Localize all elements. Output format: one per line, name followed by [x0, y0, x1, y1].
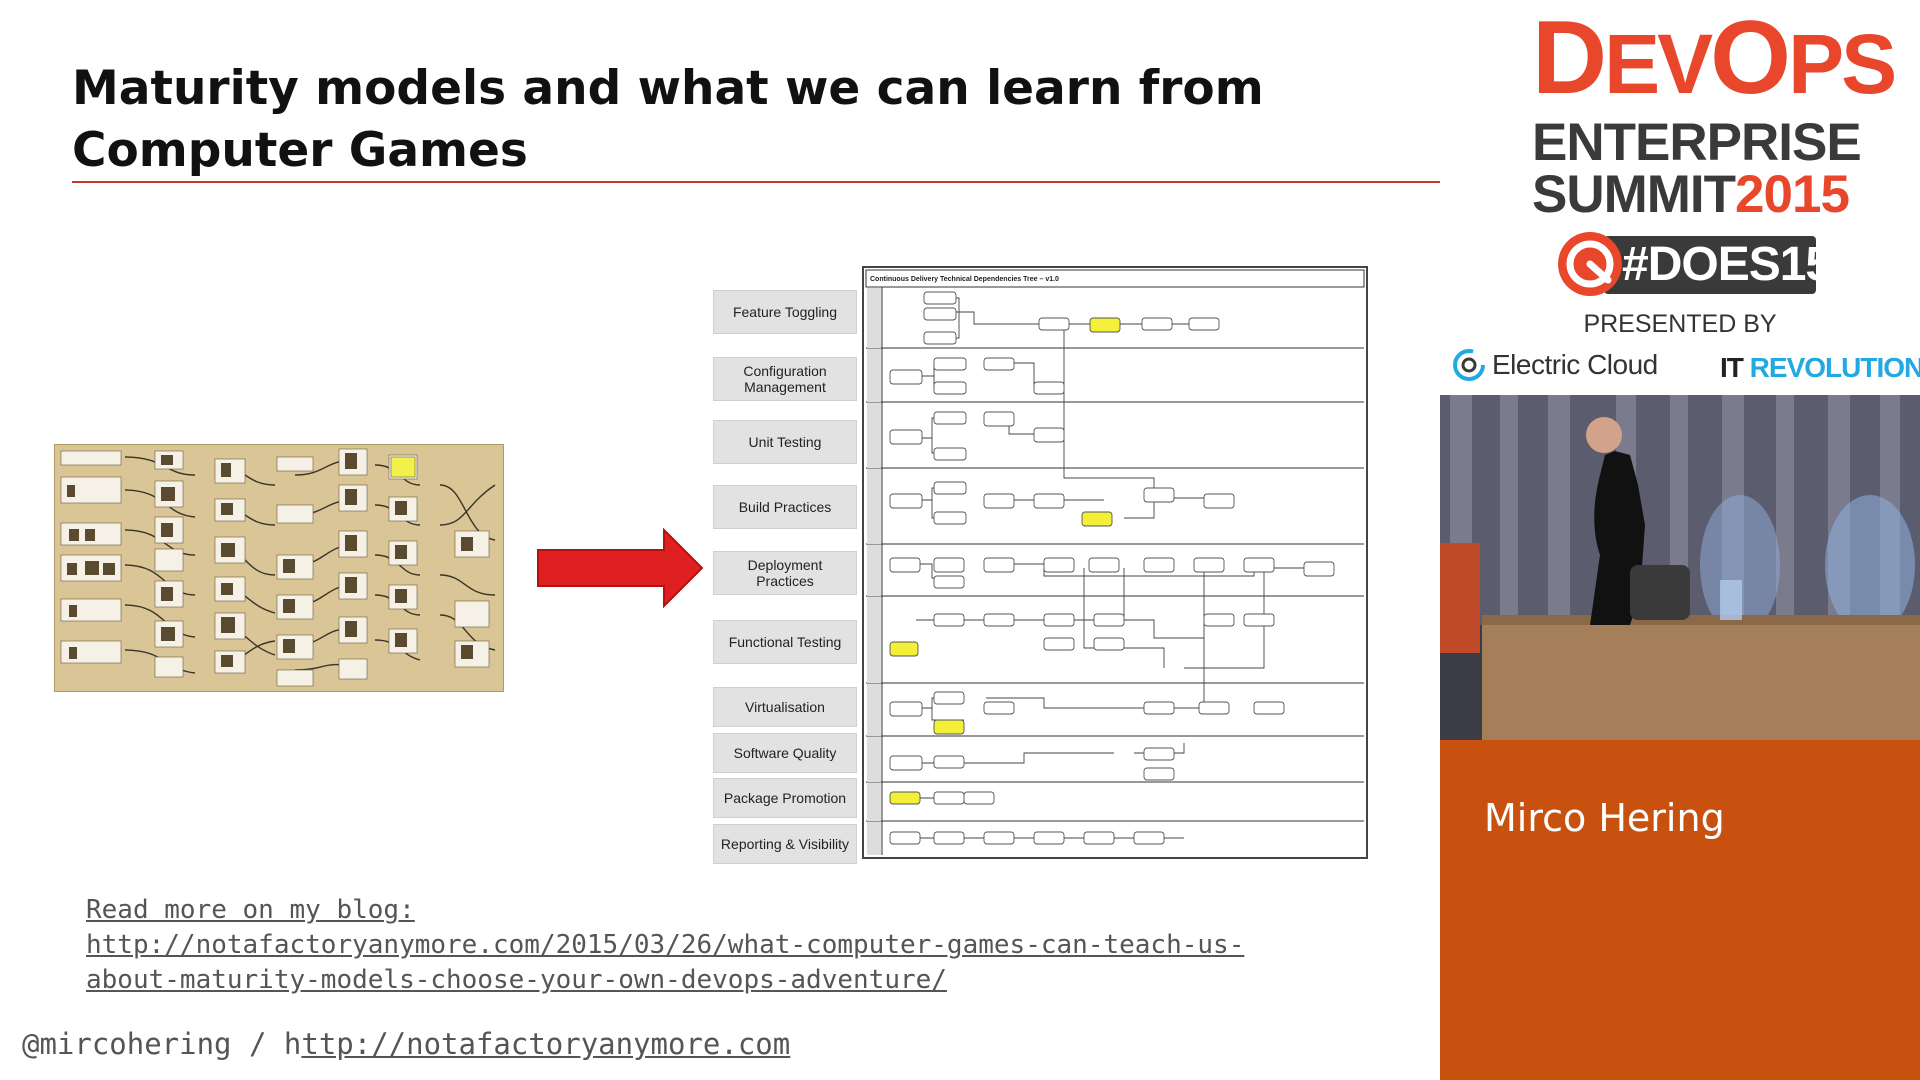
- game-tech-tree-image: [54, 444, 504, 692]
- slide-title-line-1: Maturity models and what we can learn fr…: [72, 61, 1264, 116]
- blog-label-link[interactable]: Read more on my blog:: [86, 895, 415, 925]
- sponsor-it-revolution: IT REVOLUTION: [1720, 352, 1920, 384]
- devops-logo-o: O: [1710, 0, 1791, 116]
- maturity-category-list: Feature Toggling Configuration Managemen…: [713, 290, 859, 865]
- devops-logo-ev: EV: [1604, 17, 1713, 111]
- category-software-quality: Software Quality: [713, 733, 857, 773]
- devops-logo-d: D: [1532, 0, 1607, 116]
- slide-title: Maturity models and what we can learn fr…: [72, 58, 1372, 182]
- category-configuration-management: Configuration Management: [713, 357, 857, 401]
- sponsor-it-text: IT: [1720, 352, 1744, 383]
- slide-footer: @mircohering / http://notafactoryanymore…: [22, 1027, 790, 1061]
- hashtag-background: [1604, 236, 1816, 294]
- blog-reference: Read more on my blog: http://notafactory…: [86, 893, 1244, 998]
- summit-year: 2015: [1735, 165, 1850, 224]
- sponsor-electric-cloud-name: Electric Cloud: [1492, 349, 1658, 380]
- category-deployment-practices: Deployment Practices: [713, 551, 857, 595]
- dependency-tree-diagram: Continuous Delivery Technical Dependenci…: [862, 266, 1368, 859]
- title-divider: [72, 181, 1440, 183]
- sponsor-electric-cloud: Electric Cloud: [1452, 348, 1658, 382]
- target-icon: [1558, 232, 1622, 296]
- slide-title-line-2: Computer Games: [72, 123, 528, 178]
- speaker-video-feed: [1440, 395, 1920, 740]
- presentation-slide: Maturity models and what we can learn fr…: [22, 58, 1440, 1061]
- category-virtualisation: Virtualisation: [713, 687, 857, 727]
- electric-cloud-icon: [1453, 349, 1485, 381]
- summit-word: SUMMIT: [1532, 165, 1736, 224]
- footer-url-link[interactable]: ttp://notafactoryanymore.com: [301, 1027, 791, 1061]
- summit-logo-text: SUMMIT2015: [1532, 165, 1850, 224]
- category-feature-toggling: Feature Toggling: [713, 290, 857, 334]
- presented-by-label: PRESENTED BY: [1583, 310, 1777, 338]
- blog-url-link-line-1[interactable]: http://notafactoryanymore.com/2015/03/26…: [86, 930, 1245, 960]
- conference-sidebar: DEVOPS ENTERPRISE SUMMIT2015 #DOES15 PRE…: [1440, 0, 1920, 1080]
- blog-url-link-line-2[interactable]: about-maturity-models-choose-your-own-de…: [86, 965, 947, 995]
- speaker-name: Mirco Hering: [1484, 796, 1725, 840]
- hashtag-text: #DOES15: [1622, 238, 1832, 291]
- arrow-right-icon: [537, 528, 704, 608]
- category-build-practices: Build Practices: [713, 485, 857, 529]
- enterprise-logo-text: ENTERPRISE: [1532, 113, 1862, 172]
- category-unit-testing: Unit Testing: [713, 420, 857, 464]
- speaker-name-panel: Mirco Hering: [1440, 740, 1920, 1080]
- category-package-promotion: Package Promotion: [713, 778, 857, 818]
- sponsor-revolution-text: REVOLUTION: [1749, 352, 1920, 383]
- dependency-tree-title: Continuous Delivery Technical Dependenci…: [870, 276, 1059, 283]
- footer-handle: @mircohering / h: [22, 1027, 302, 1061]
- hashtag-badge: #DOES15: [1552, 230, 1832, 298]
- devops-logo: DEVOPS: [1532, 6, 1897, 116]
- devops-logo-ps: PS: [1788, 17, 1897, 111]
- category-reporting-visibility: Reporting & Visibility: [713, 824, 857, 864]
- category-functional-testing: Functional Testing: [713, 620, 857, 664]
